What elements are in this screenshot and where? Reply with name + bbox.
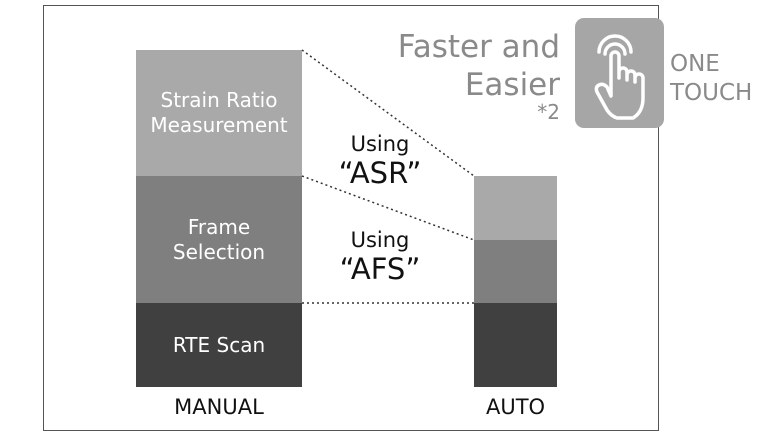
one-touch-line1: ONE — [670, 51, 720, 77]
one-touch-badge — [575, 18, 664, 128]
manual-segment-rte-scan: RTE Scan — [136, 303, 302, 387]
frame-selection-line1: Frame — [187, 214, 251, 239]
using-afs-label: Using “AFS” — [330, 228, 430, 286]
one-touch-label: ONE TOUCH — [670, 50, 752, 108]
headline-line2: Easier — [464, 67, 560, 103]
strain-ratio-line2: Measurement — [150, 113, 288, 137]
using-asr-label: Using “ASR” — [330, 132, 430, 190]
auto-label: AUTO — [485, 395, 546, 419]
using-asr-line1: Using — [350, 132, 410, 156]
rte-scan-label: RTE Scan — [172, 332, 266, 357]
auto-segment-strain-ratio — [474, 176, 557, 240]
diagram-frame — [43, 5, 659, 431]
auto-segment-rte-scan — [474, 303, 557, 387]
frame-selection-line2: Selection — [172, 239, 266, 264]
footnote-mark: *2 — [537, 100, 560, 124]
headline: Faster and Easier — [398, 28, 560, 104]
using-afs-line2: “AFS” — [339, 252, 421, 286]
manual-segment-frame-selection: Frame Selection — [136, 176, 302, 303]
headline-line1: Faster and — [397, 29, 560, 65]
manual-label: MANUAL — [174, 395, 264, 419]
auto-segment-frame-selection — [474, 240, 557, 303]
manual-segment-strain-ratio: Strain Ratio Measurement — [136, 50, 302, 176]
hand-tap-icon — [594, 34, 645, 120]
using-asr-line2: “ASR” — [338, 156, 422, 190]
using-afs-line1: Using — [350, 228, 410, 252]
strain-ratio-line1: Strain Ratio — [160, 88, 278, 112]
one-touch-line2: TOUCH — [670, 80, 753, 106]
